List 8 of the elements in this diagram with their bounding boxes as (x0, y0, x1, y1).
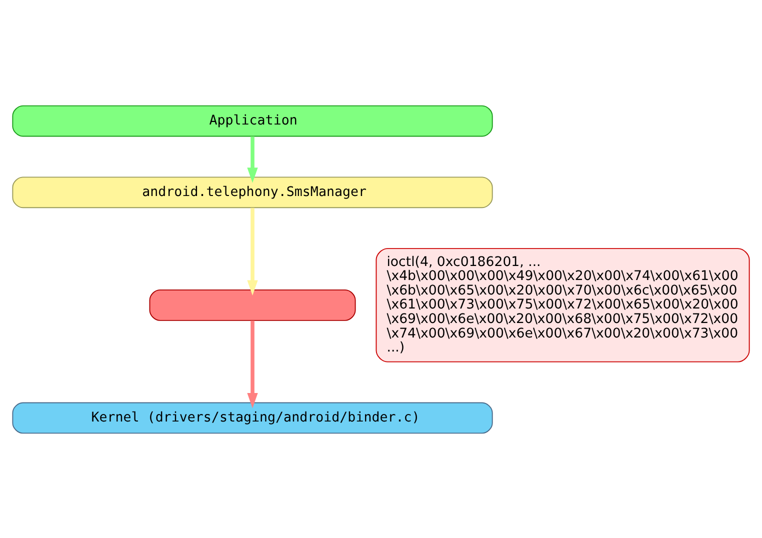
arrow (247, 207, 258, 295)
arrow (247, 136, 258, 182)
node-box: Application (12, 104, 493, 136)
arrow (247, 320, 258, 408)
node-box: ioctl(4, 0xc0186201, ... \x4b\x00\x00\x00\x49\x00\x20\x00\x74\x00\x61\x00 \x6b\x00\x65\x00\x20\x00\x70\x00\x6c\x00\x65\x00 \x61\x00\x73\x00\x75\x00\x72\x00\x65\x00\x20\x00 \x69\x00\x6e\x00\x20\x00\x68\x00\x75\x00\x72\x00 \x74\x00\x69\x00\x6e\x00\x67\x00\x20\x00\x73\x00 ...) (376, 248, 750, 362)
node-box: android.telephony.SmsManager (12, 176, 493, 208)
node-box: Kernel (drivers/staging/android/binder.c) (12, 402, 493, 434)
node-box (149, 288, 356, 320)
